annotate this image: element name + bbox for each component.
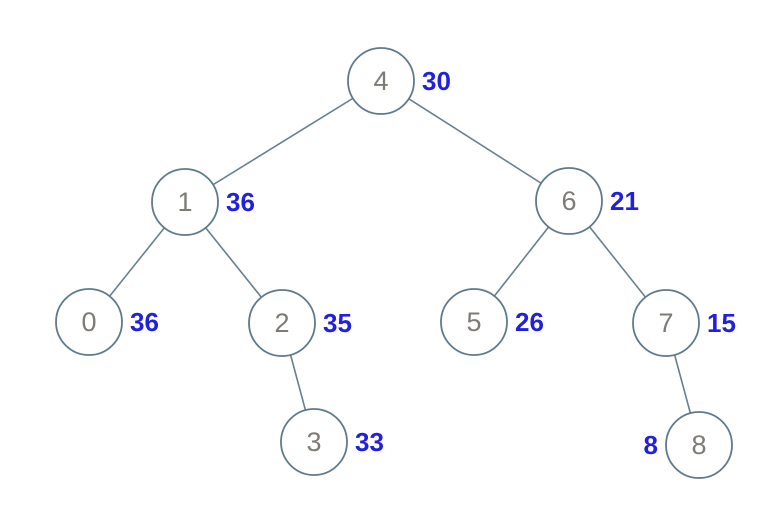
- node-key-label: 8: [644, 430, 658, 460]
- node-value: 5: [466, 307, 481, 337]
- tree-node-2: 2 35: [248, 289, 352, 357]
- tree-node-4: 4 30: [347, 47, 451, 115]
- node-circle: [55, 288, 123, 356]
- node-value: 6: [561, 186, 576, 216]
- node-circle: [440, 288, 508, 356]
- tree-edge-4-6: [380, 80, 570, 202]
- node-circle: [151, 168, 219, 236]
- tree-node-8: 88: [644, 411, 733, 479]
- node-circle: [248, 289, 316, 357]
- tree-node-7: 7 15: [632, 289, 736, 357]
- node-circle: [280, 408, 348, 476]
- tree-edge-4-1: [184, 80, 382, 203]
- node-key-label: 26: [515, 307, 544, 337]
- node-value: 4: [373, 66, 388, 96]
- node-circle: [665, 411, 733, 479]
- tree-node-1: 1 36: [151, 168, 255, 236]
- node-value: 7: [658, 308, 673, 338]
- node-value: 0: [81, 307, 96, 337]
- node-value: 2: [274, 308, 289, 338]
- node-key-label: 36: [130, 307, 159, 337]
- node-circle: [347, 47, 415, 115]
- node-key-label: 36: [226, 187, 255, 217]
- tree-node-6: 6 21: [535, 167, 639, 235]
- node-key-label: 21: [610, 186, 639, 216]
- node-value: 1: [177, 187, 192, 217]
- node-key-label: 33: [355, 427, 384, 457]
- node-value: 8: [691, 430, 706, 460]
- node-key-label: 30: [422, 66, 451, 96]
- tree-node-5: 5 26: [440, 288, 544, 356]
- tree-node-0: 0 36: [55, 288, 159, 356]
- node-circle: [535, 167, 603, 235]
- node-key-label: 35: [323, 308, 352, 338]
- node-value: 3: [306, 427, 321, 457]
- node-key-label: 15: [707, 308, 736, 338]
- node-circle: [632, 289, 700, 357]
